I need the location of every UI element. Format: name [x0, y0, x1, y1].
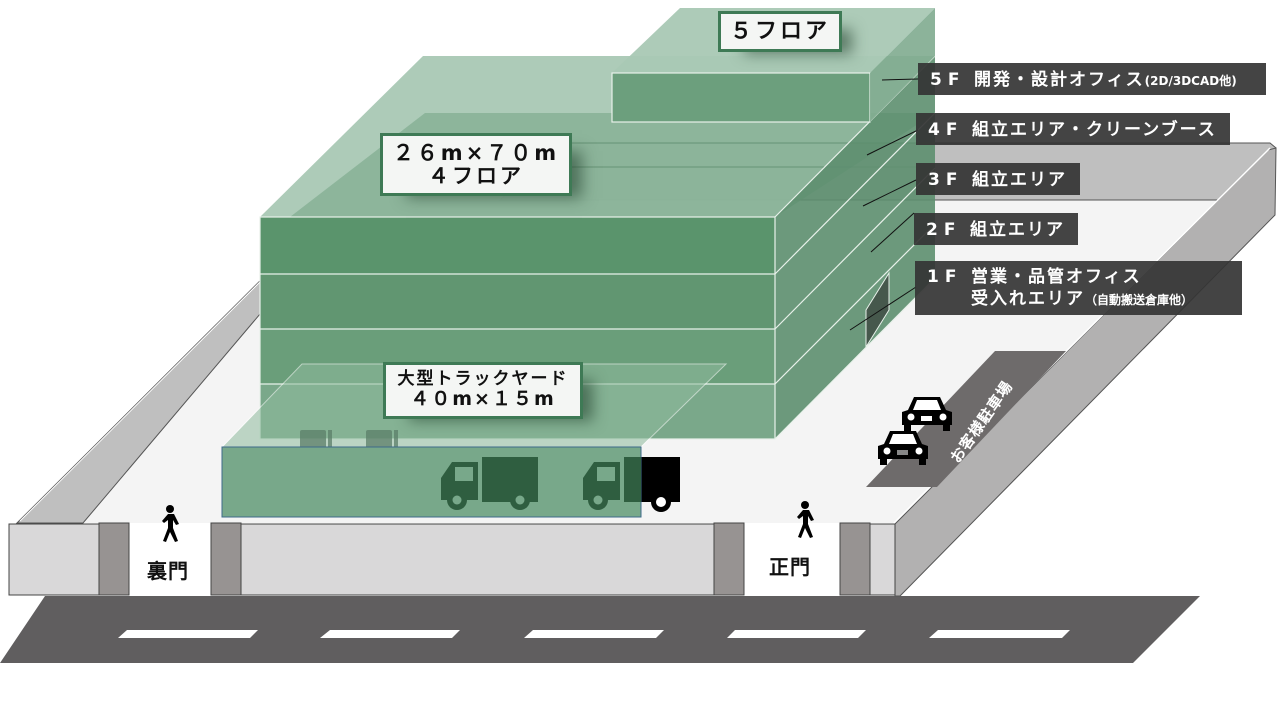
truck-icon [583, 457, 641, 510]
floor-description: 組立エリア [970, 220, 1065, 240]
floor-tag-5f: 5F 開発・設計オフィス(2D/3DCAD他) [918, 63, 1266, 95]
floor-note: （自動搬送倉庫他） [1085, 293, 1194, 307]
road [0, 596, 1200, 663]
floor-number: 4F [928, 120, 964, 140]
front-gate-label: 正門 [769, 555, 811, 579]
walking-person-icon [162, 505, 179, 542]
truck-icon [441, 457, 538, 510]
walking-person-icon [797, 501, 814, 538]
label-5-floors-text: ５フロア [729, 19, 830, 44]
back-gate-label: 裏門 [147, 559, 189, 583]
label-5-floors: ５フロア [718, 11, 842, 52]
truck-yard-name: 大型トラックヤード [397, 369, 569, 389]
truck-yard-size: ４０m×１５m [410, 387, 556, 410]
main-building-floors: ４フロア [428, 164, 524, 189]
leader-lines [849, 78, 919, 331]
floor-tag-1f: 1F 営業・品管オフィス 受入れエリア（自動搬送倉庫他） [915, 261, 1242, 315]
floor-description: 営業・品管オフィス [971, 267, 1142, 287]
floor-description: 組立エリア [972, 170, 1067, 190]
floor-number: 3F [928, 170, 964, 190]
floor-description: 開発・設計オフィス [974, 70, 1145, 90]
floor-number: 5F [930, 70, 966, 90]
floor-description: 組立エリア・クリーンブース [972, 120, 1217, 140]
label-main-building: ２６m×７０m ４フロア [380, 133, 572, 196]
car-icon [902, 397, 952, 431]
floor-number: 1F [927, 267, 963, 287]
floor-description-2: 受入れエリア [971, 289, 1085, 309]
front-wall [8, 522, 896, 596]
label-truck-yard: 大型トラックヤード ４０m×１５m [383, 362, 583, 419]
floor-tag-3f: 3F 組立エリア [916, 163, 1080, 195]
side-door [865, 271, 890, 349]
floor-note: (2D/3DCAD他) [1144, 74, 1237, 88]
car-icon [878, 431, 928, 465]
floor-tag-4f: 4F 組立エリア・クリーンブース [916, 113, 1230, 145]
main-building-size: ２６m×７０m [392, 141, 560, 165]
floor-number: 2F [926, 220, 962, 240]
floor-tag-2f: 2F 組立エリア [914, 213, 1078, 245]
